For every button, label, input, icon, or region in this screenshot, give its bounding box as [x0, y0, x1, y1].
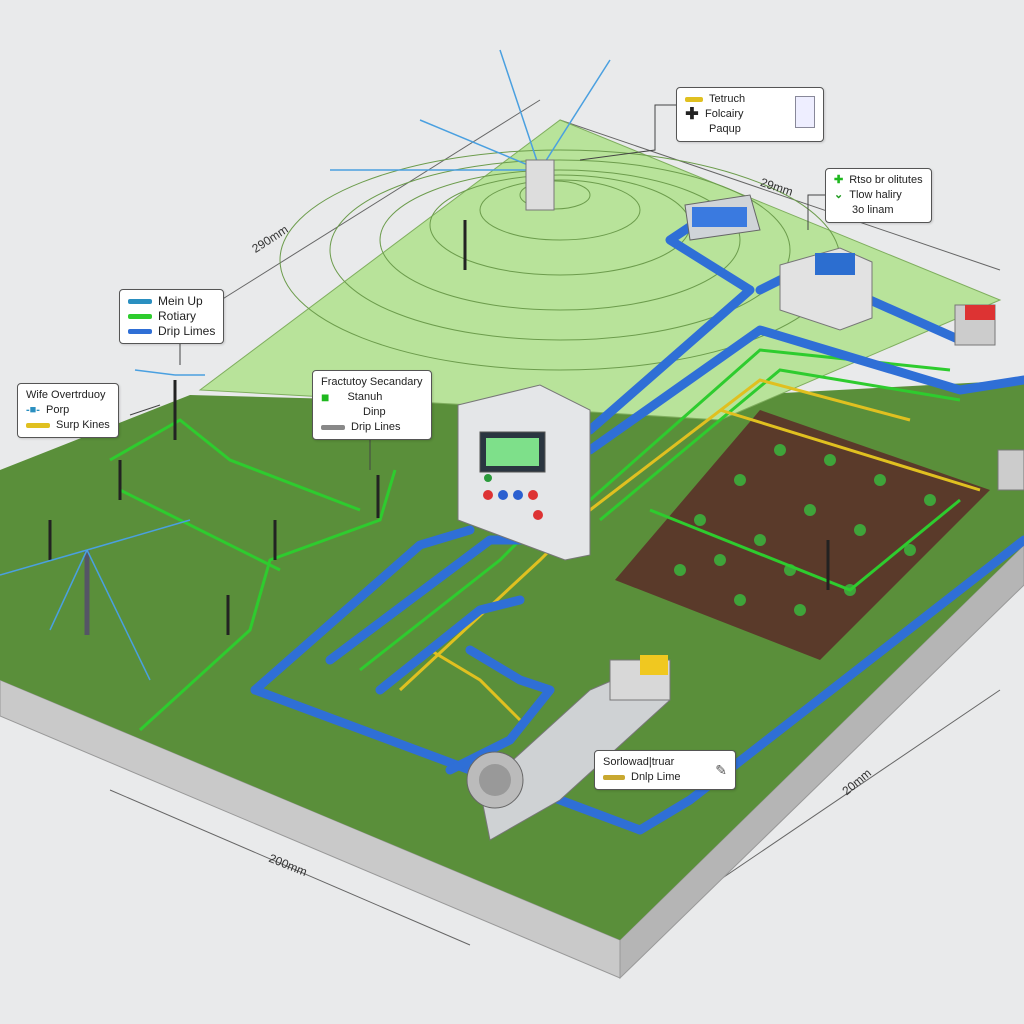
- legend-label: Surp Kines: [56, 419, 110, 431]
- legend-title: Wife Overtrduoy: [26, 389, 106, 401]
- callout-leaders: [129, 104, 825, 470]
- legend-label: Rtso br olitutes: [849, 174, 923, 186]
- legend-label: Mein Up: [158, 294, 203, 308]
- controller-unit-icon: [795, 96, 815, 128]
- drip-lines-swatch: [128, 329, 152, 334]
- legend-label: 3o linam: [852, 204, 894, 216]
- nozzle-icon: ✎: [715, 761, 727, 778]
- legend-label: Stanuh: [347, 391, 383, 403]
- legend-top: Tetruch ✚ Folcairy Paqup: [676, 87, 824, 142]
- dimension-line-top-left: [204, 99, 541, 311]
- green-cross-icon: ✚: [834, 174, 844, 186]
- crop-bed: [615, 410, 990, 660]
- legend-label: Tetruch: [709, 93, 746, 105]
- sprinklers: [48, 220, 830, 635]
- green-valve-icon: ■: [321, 389, 330, 405]
- legend-label: Dinp: [363, 406, 386, 418]
- dimension-line-bottom: [109, 789, 471, 946]
- main-up-swatch: [128, 299, 152, 304]
- blue-main-pipes: [250, 215, 1024, 835]
- valve-icon: -■-: [26, 404, 40, 416]
- dimension-line-right: [689, 689, 1001, 901]
- legend-label: Rotiary: [158, 309, 197, 323]
- dimension-line-top-right: [559, 119, 1001, 271]
- legend-left: Wife Overtrduoy -■- Porp Surp Kines: [17, 383, 119, 438]
- legend-label: Paqup: [709, 123, 741, 135]
- hilltop-rotor: [525, 159, 555, 211]
- pump-unit: [466, 655, 671, 841]
- drip-lines-swatch: [321, 425, 345, 430]
- crop-plants: [674, 444, 936, 616]
- legend-label: Tlow haliry: [849, 189, 902, 201]
- spray-arcs: [0, 49, 611, 681]
- legend-bottom: Sorlowad|truar Dnlp Lime ✎: [594, 750, 736, 790]
- plus-icon: ✚: [685, 105, 699, 123]
- legend-label: Folcairy: [705, 108, 744, 120]
- legend-main: Mein Up Rotiary Drip Limes: [119, 289, 225, 344]
- yellow-swatch: [685, 97, 703, 102]
- control-panel: [457, 384, 591, 561]
- legend-label: Dnlp Lime: [631, 771, 681, 783]
- legend-label: Sorlowad|truar: [603, 756, 675, 768]
- legend-center: Fractutoy Secandary ■ Stanuh Dinp Drip Li…: [312, 370, 432, 440]
- legend-label: Porp: [45, 404, 70, 416]
- legend-label: Drip Lines: [351, 421, 401, 433]
- chevron-icon: ⌄: [834, 189, 844, 201]
- legend-top-right: ✚ Rtso br olitutes ⌄ Tlow haliry 3o linam: [825, 168, 932, 223]
- contour-lines: [279, 149, 841, 371]
- supply-lines-swatch: [26, 423, 50, 428]
- drip-line-swatch: [603, 775, 625, 780]
- valve-boxes: [684, 194, 1024, 491]
- legend-label: Drip Limes: [158, 324, 216, 338]
- rotary-swatch: [128, 314, 152, 319]
- legend-title: Fractutoy Secandary: [321, 376, 423, 388]
